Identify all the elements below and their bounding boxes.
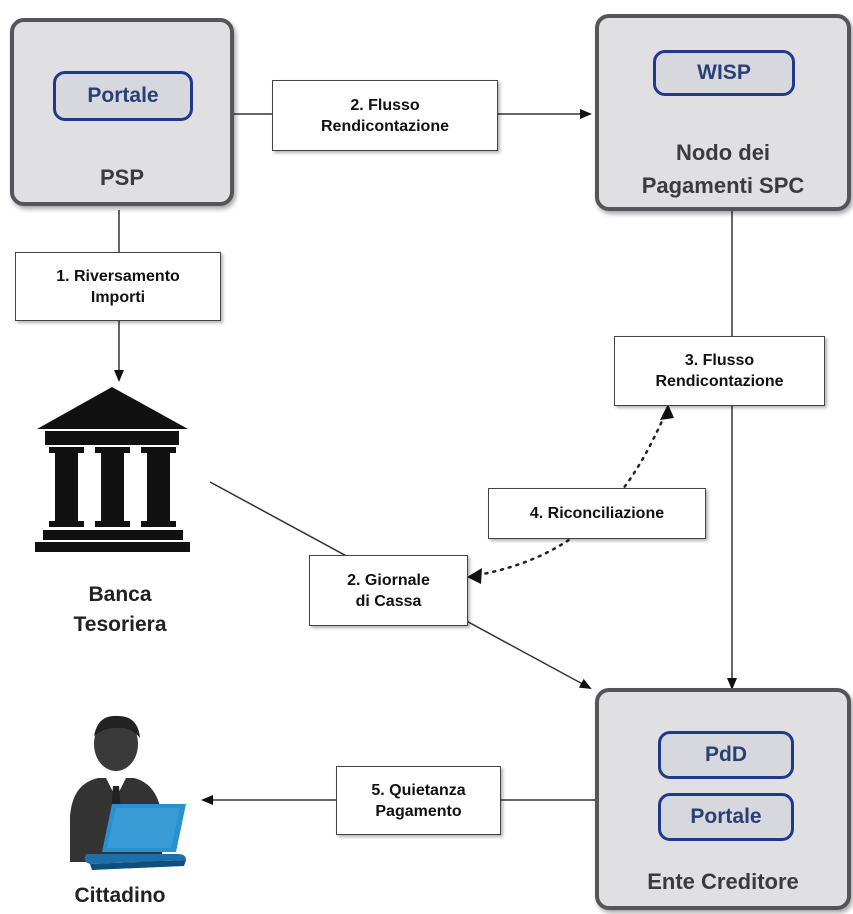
arrowhead-bottom	[467, 568, 482, 584]
bank-building-icon	[35, 387, 190, 552]
ente-portale-pill: Portale	[658, 793, 794, 841]
arrowhead-top	[660, 404, 674, 420]
edge-riconciliazione	[470, 406, 670, 578]
label-flusso-nodo: 3. Flusso Rendicontazione	[614, 336, 825, 406]
ente-creditore-node: PdD Portale Ente Creditore	[595, 688, 851, 910]
user-laptop-icon	[70, 715, 186, 870]
label-riversamento: 1. Riversamento Importi	[15, 252, 221, 321]
ente-pdd-pill: PdD	[658, 731, 794, 779]
nodo-title-line1: Nodo dei	[675, 140, 771, 165]
nodo-pagamenti-node: WISP Nodo dei Pagamenti SPC	[595, 14, 851, 211]
label-quietanza: 5. Quietanza Pagamento	[336, 766, 501, 835]
psp-title: PSP	[99, 165, 145, 190]
label-flusso-psp: 2. Flusso Rendicontazione	[272, 80, 498, 151]
label-giornale-cassa: 2. Giornale di Cassa	[309, 555, 468, 626]
banca-caption: Banca Tesoriera	[73, 583, 167, 636]
psp-node: Portale PSP	[10, 18, 234, 206]
ente-title: Ente Creditore	[647, 869, 799, 894]
cittadino-caption: Cittadino	[74, 884, 166, 907]
psp-portale-pill: Portale	[53, 71, 193, 121]
nodo-wisp-pill: WISP	[653, 50, 795, 96]
nodo-title-line2: Pagamenti SPC	[641, 173, 805, 198]
label-riconciliazione: 4. Riconciliazione	[488, 488, 706, 539]
